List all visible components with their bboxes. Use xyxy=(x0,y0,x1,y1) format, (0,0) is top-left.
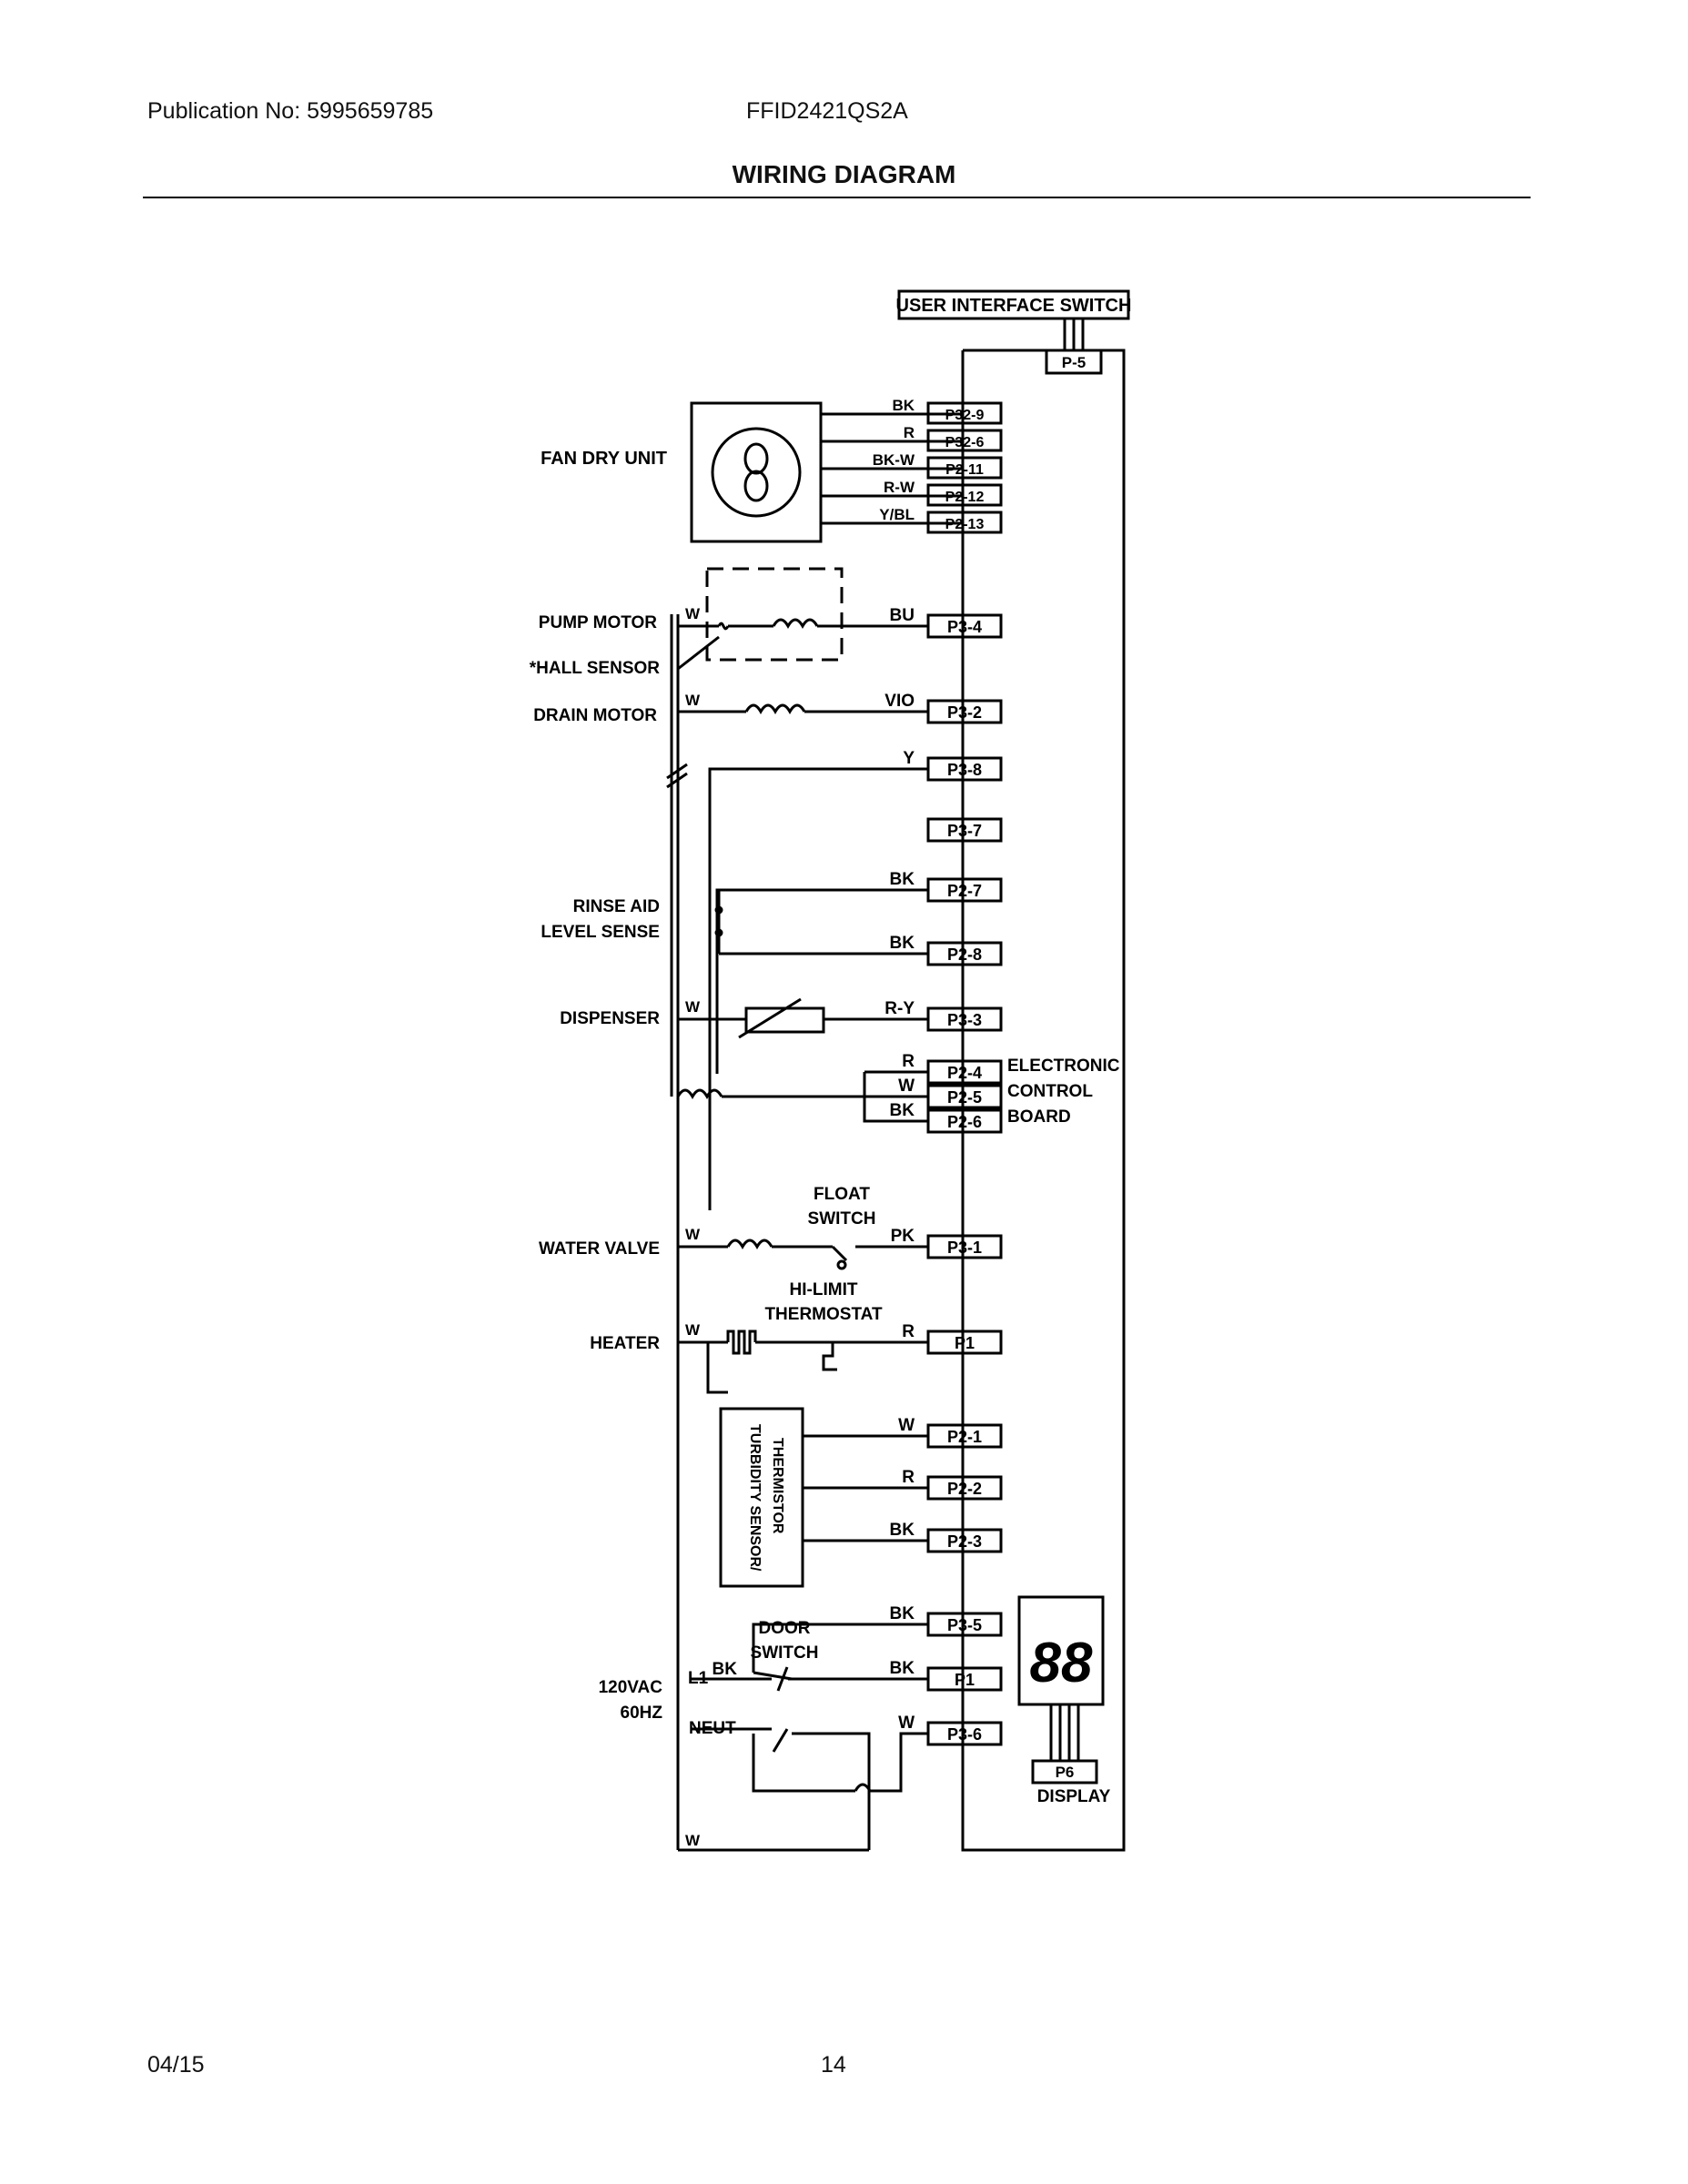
pin-label-pump: P3-4 xyxy=(947,618,982,636)
pin-label-ecb3: P2-6 xyxy=(947,1113,982,1131)
fan-wire-label: BK xyxy=(892,397,915,414)
pin-label-rinse1: P2-7 xyxy=(947,882,982,900)
w-label-water-valve: W xyxy=(685,1226,701,1243)
w-label-pump: W xyxy=(685,605,701,622)
display-label: DISPLAY xyxy=(1037,1787,1111,1806)
water-valve-label: WATER VALVE xyxy=(539,1239,660,1259)
wire-label-th3: BK xyxy=(890,1521,915,1540)
publication-number: Publication No: 5995659785 xyxy=(147,98,434,124)
float-switch-label-1: FLOAT xyxy=(814,1185,870,1204)
supply-label-1: 120VAC xyxy=(599,1678,663,1697)
float-switch-label-2: SWITCH xyxy=(808,1209,876,1228)
pin-label-y: P3-8 xyxy=(947,761,982,779)
w-label-drain: W xyxy=(685,692,701,709)
fan-wire-label: R-W xyxy=(884,479,915,496)
fan-dry-unit-box xyxy=(690,401,823,543)
pump-motor-box xyxy=(705,567,844,662)
thermistor-box xyxy=(719,1407,804,1588)
l1-label: L1 xyxy=(688,1669,709,1688)
thermistor-label-2: THERMISTOR xyxy=(770,1438,785,1534)
pin-label-heater: P1 xyxy=(955,1334,975,1352)
model-number: FFID2421QS2A xyxy=(746,98,908,124)
wire-label-th1: W xyxy=(898,1416,915,1435)
wire-label-drain: VIO xyxy=(884,692,915,711)
pin-label-float: P3-1 xyxy=(947,1239,982,1257)
wire-label-y: Y xyxy=(903,749,915,768)
hi-limit-label-1: HI-LIMIT xyxy=(790,1280,858,1299)
dispenser-label: DISPENSER xyxy=(560,1009,660,1028)
fan-wire-label: BK-W xyxy=(873,451,915,469)
pump-motor-label: PUMP MOTOR xyxy=(539,613,657,632)
fan-icon xyxy=(711,427,802,518)
control-board-outline xyxy=(961,349,1126,1852)
pin-label-disp: P3-3 xyxy=(947,1011,982,1029)
pin-label-th1: P2-1 xyxy=(947,1428,982,1446)
wire-label-th2: R xyxy=(902,1468,915,1487)
wire-label-ecb_r: R xyxy=(902,1052,915,1071)
heater-label: HEATER xyxy=(590,1334,660,1353)
thermistor-label-1: TURBIDITY SENSOR/ xyxy=(747,1424,763,1572)
fan-pin-label: P2-11 xyxy=(945,462,984,478)
fan-pin-label: P2-12 xyxy=(945,490,985,505)
w-label-dispenser: W xyxy=(685,998,701,1016)
fan-pin-label: P2-13 xyxy=(945,517,985,532)
pin-label-rinse2: P2-8 xyxy=(947,945,982,964)
wire-label-p36: W xyxy=(898,1714,915,1733)
neut-label: NEUT xyxy=(689,1719,736,1738)
wire-label-p1b: BK xyxy=(890,1659,915,1678)
drain-motor-label: DRAIN MOTOR xyxy=(533,706,657,725)
door-switch-label-2: SWITCH xyxy=(751,1643,819,1663)
fan-wire-label: Y/BL xyxy=(879,506,915,523)
header-rule xyxy=(143,197,1531,198)
pin-label-p36: P3-6 xyxy=(947,1725,982,1744)
seven-segment-digits: 88 xyxy=(1030,1632,1093,1694)
pin-label-p37: P3-7 xyxy=(947,822,982,840)
user-interface-switch-label: USER INTERFACE SWITCH xyxy=(896,296,1132,316)
footer-date: 04/15 xyxy=(147,2052,205,2078)
rinse-aid-label-2: LEVEL SENSE xyxy=(541,923,660,942)
pin-label-ecb1: P2-4 xyxy=(947,1064,982,1082)
pin-label-p1b: P1 xyxy=(955,1671,975,1689)
p6-label: P6 xyxy=(1056,1764,1075,1781)
pin-label-th2: P2-2 xyxy=(947,1480,982,1498)
hall-sensor-label: *HALL SENSOR xyxy=(530,659,661,678)
rinse-aid-label-1: RINSE AID xyxy=(573,897,660,916)
fan-pin-label: P32-6 xyxy=(945,435,985,450)
ecb-label-3: BOARD xyxy=(1007,1107,1071,1127)
pin-label-drain: P3-2 xyxy=(947,703,982,722)
page-number: 14 xyxy=(821,2052,846,2078)
pin-label-ecb2: P2-5 xyxy=(947,1088,982,1107)
user-interface-switch-box xyxy=(897,289,1130,320)
wire-label-pump: BU xyxy=(890,606,915,625)
wire-label-l1bk: BK xyxy=(713,1660,738,1679)
wire-label-heater: R xyxy=(902,1322,915,1341)
wire-label-float: PK xyxy=(891,1227,915,1246)
wire-label-disp: R-Y xyxy=(884,999,915,1018)
hi-limit-label-2: THERMOSTAT xyxy=(764,1305,883,1324)
p6-connector xyxy=(1031,1759,1098,1785)
ecb-label-2: CONTROL xyxy=(1007,1082,1093,1101)
supply-label-2: 60HZ xyxy=(621,1704,663,1723)
door-switch-label-1: DOOR xyxy=(759,1619,811,1638)
pin-label-p35: P3-5 xyxy=(947,1616,982,1634)
wire-label-ecb_bk: BK xyxy=(890,1101,915,1120)
wire-label-rinse1: BK xyxy=(890,870,915,889)
wire-label-rinse2: BK xyxy=(890,934,915,953)
w-label-bottom: W xyxy=(685,1832,701,1849)
page-title: WIRING DIAGRAM xyxy=(732,160,956,188)
ecb-label-1: ELECTRONIC xyxy=(1007,1057,1120,1076)
w-label-heater: W xyxy=(685,1321,701,1339)
fan-dry-unit-label: FAN DRY UNIT xyxy=(541,449,667,469)
fan-pin-label: P32-9 xyxy=(945,408,985,423)
fan-wire-label: R xyxy=(904,424,915,441)
p5-label: P-5 xyxy=(1062,354,1086,371)
wire-label-ecb_w: W xyxy=(898,1077,915,1096)
wire-label-p35: BK xyxy=(890,1604,915,1623)
pin-label-th3: P2-3 xyxy=(947,1532,982,1551)
p5-connector xyxy=(1045,349,1103,375)
